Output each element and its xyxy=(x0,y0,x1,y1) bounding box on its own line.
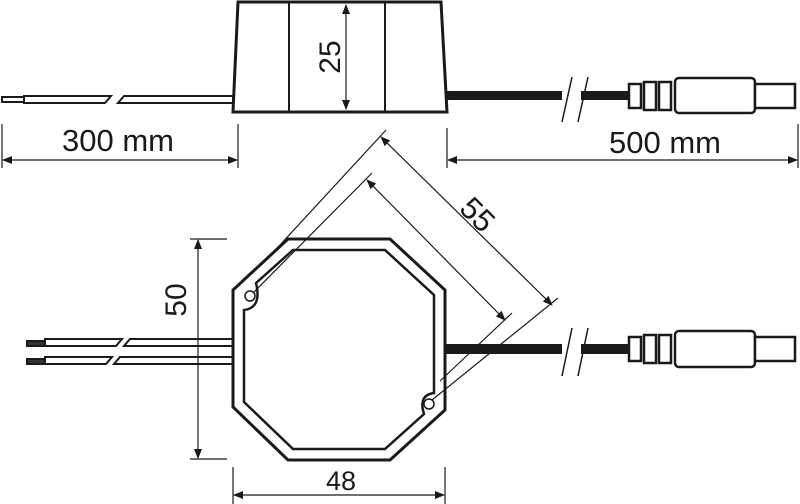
input-cable-length-label: 300 mm xyxy=(62,123,174,158)
top-view xyxy=(1,0,799,168)
output-cable-length-label: 500 mm xyxy=(609,125,721,160)
height-label-bottom: 50 xyxy=(160,283,193,316)
bottom-view xyxy=(26,129,797,504)
input-cable xyxy=(1,95,234,104)
width-label: 48 xyxy=(326,466,356,496)
housing-side xyxy=(231,0,449,114)
housing-outline-outer xyxy=(231,237,447,462)
height-label-top: 25 xyxy=(314,40,347,73)
dc-plug xyxy=(627,329,797,369)
hole-spacing-dimension-arrow xyxy=(366,179,506,321)
output-cable xyxy=(447,76,629,123)
diagonal-label: 55 xyxy=(453,190,502,239)
dc-plug xyxy=(627,76,797,115)
output-cable xyxy=(446,327,629,377)
housing-outline-inner xyxy=(242,248,436,451)
input-wires xyxy=(26,338,234,365)
mounting-hole xyxy=(423,398,435,410)
mounting-hole xyxy=(244,290,256,302)
